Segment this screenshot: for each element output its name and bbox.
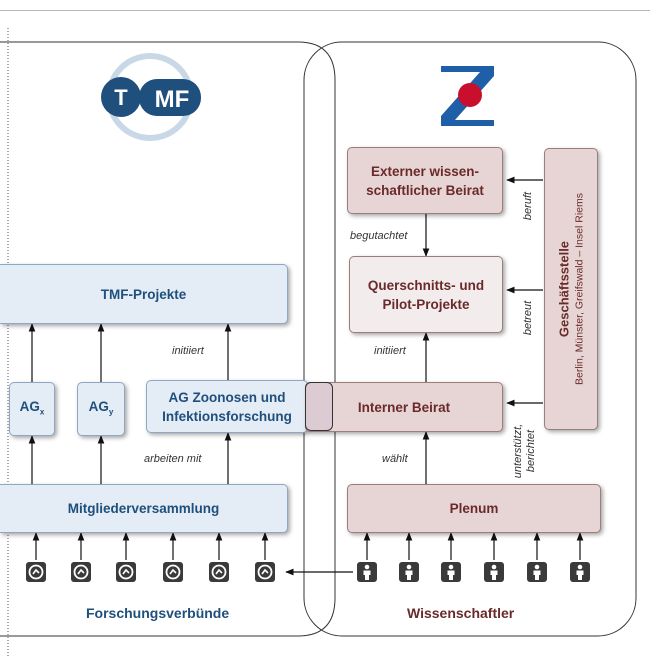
verbund-seal-icon (163, 562, 183, 582)
person-icon (357, 562, 377, 582)
tmf-section-frame (0, 41, 336, 637)
interner-beirat-label: Interner Beirat (357, 399, 451, 415)
plenum-label: Plenum (449, 501, 499, 516)
label-arbeiten-mit: arbeiten mit (144, 453, 202, 465)
ag-y-label: AGy (88, 398, 114, 417)
tmf-logo-mf: MF (155, 86, 190, 113)
tmf-logo: T MF (101, 53, 201, 141)
externer-beirat-box: Externer wissen-schaftlicher Beirat (347, 147, 503, 214)
verbund-seal-icon (255, 562, 275, 582)
mitgliederversammlung-box: Mitgliederversammlung (0, 484, 288, 533)
person-icon (527, 562, 547, 582)
tmf-projekte-box: TMF-Projekte (0, 264, 288, 324)
verbund-seal-icon (209, 562, 229, 582)
person-icon (484, 562, 504, 582)
geschaeftsstelle-title: Geschäftsstelle (556, 240, 572, 338)
top-divider (0, 10, 650, 11)
ag-y-box: AGy (77, 382, 125, 436)
label-betreut: betreut (522, 300, 534, 336)
verbund-seal-icon (71, 562, 91, 582)
tmf-projekte-label: TMF-Projekte (100, 286, 187, 302)
plenum-box: Plenum (347, 484, 601, 533)
left-arrows (28, 323, 269, 560)
zi-section-frame (303, 41, 637, 637)
label-begutachtet: begutachtet (350, 230, 408, 242)
verbund-seal-icon (116, 562, 136, 582)
label-initiiert-left: initiiert (172, 345, 204, 357)
geschaeftsstelle-box: Geschäftsstelle Berlin, Münster, Greifsw… (544, 148, 598, 430)
geschaeftsstelle-sub: Berlin, Münster, Greifswald – Insel Riem… (573, 193, 586, 385)
right-arrows (285, 176, 584, 576)
label-unterstuetzt: unterstützt,berichtet (512, 423, 537, 479)
ag-x-box: AGx (9, 382, 55, 436)
person-icon (441, 562, 461, 582)
label-waehlt: wählt (382, 453, 408, 465)
mitgliederversammlung-label: Mitgliederversammlung (67, 501, 220, 516)
label-initiiert-right: initiiert (374, 345, 406, 357)
section-forschungsverbuende: Forschungsverbünde (86, 605, 230, 621)
tmf-logo-t: T (114, 85, 128, 110)
interner-beirat-box: Interner Beirat (305, 382, 503, 432)
label-beruft: beruft (522, 191, 534, 221)
person-icon (570, 562, 590, 582)
zi-logo-icon (441, 66, 494, 126)
verbund-seal-icon (26, 562, 46, 582)
ag-x-label: AGx (19, 398, 45, 417)
externer-beirat-label: Externer wissen-schaftlicher Beirat (366, 163, 484, 198)
overlap-highlight (305, 382, 333, 431)
section-wissenschaftler: Wissenschaftler (407, 605, 515, 621)
person-icon (399, 562, 419, 582)
